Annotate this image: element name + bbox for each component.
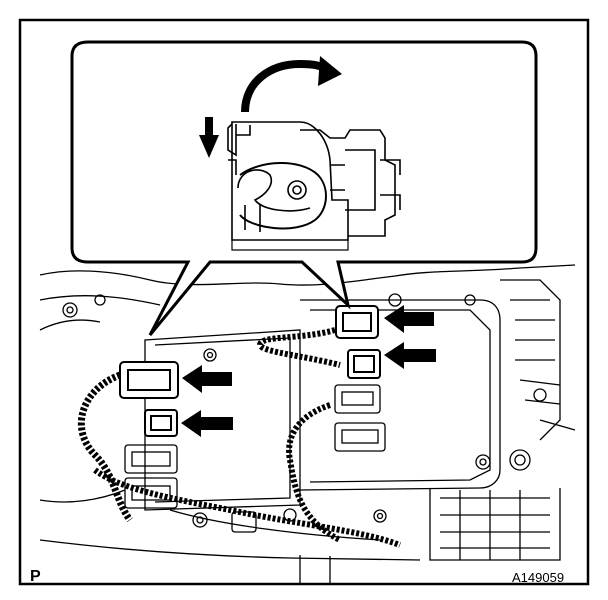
pointer-arrow-icon (181, 305, 436, 437)
panel-code-label: P (30, 568, 41, 585)
rotate-arrow-icon (241, 56, 342, 113)
figure-id-label: A149059 (512, 570, 565, 585)
outer-frame (18, 18, 590, 586)
push-down-arrow-icon (199, 117, 219, 158)
connector-right-lower (347, 349, 381, 379)
engine-background (39, 264, 576, 584)
connector-left-lower (144, 409, 178, 437)
target-connectors (119, 305, 381, 437)
detail-connector (227, 121, 401, 251)
